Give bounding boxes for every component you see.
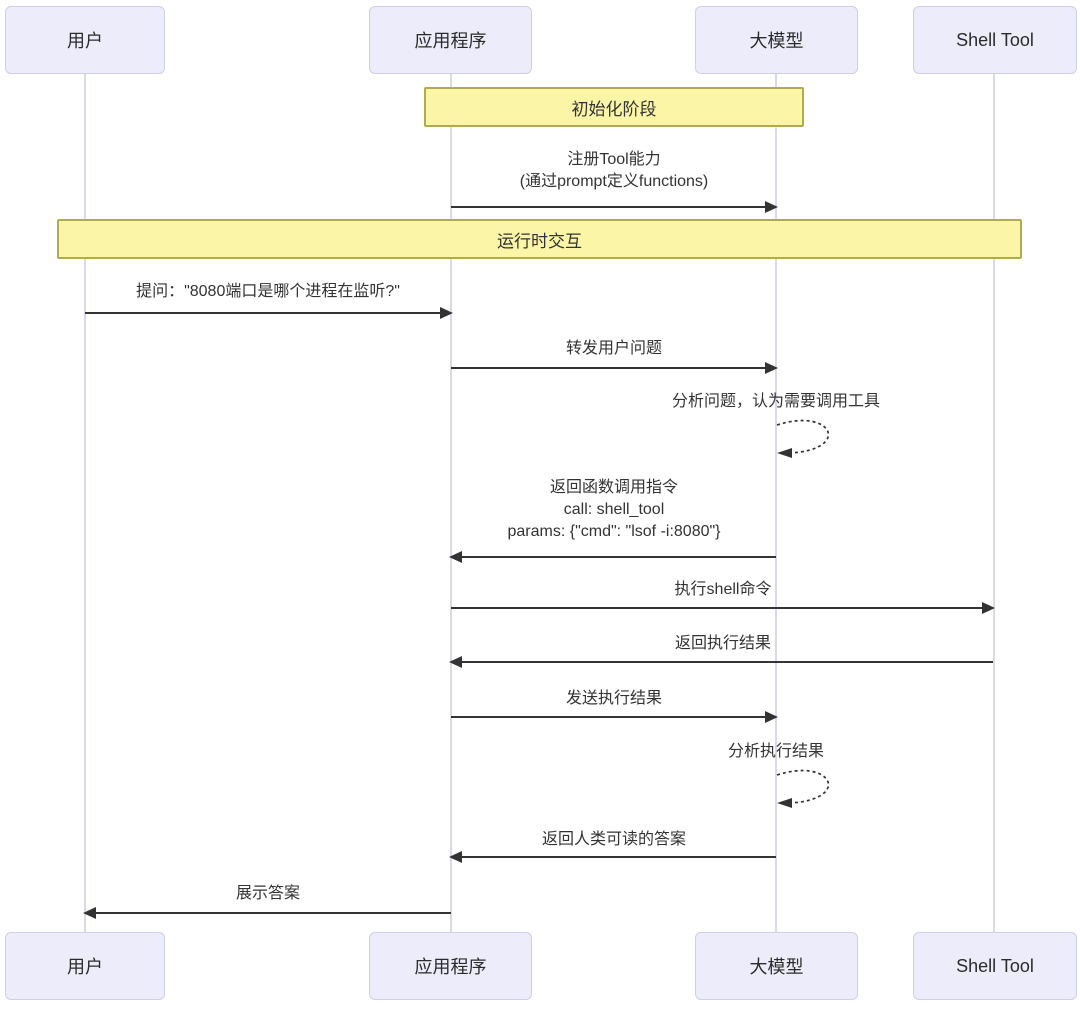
participant-label: 用户: [67, 31, 103, 51]
message-arrow: [451, 362, 778, 374]
message-label: 返回人类可读的答案: [541, 831, 687, 848]
message-label: 展示答案: [235, 885, 301, 902]
message-arrow: [451, 711, 778, 723]
message-arrow: [449, 656, 993, 668]
participant-app-bottom: 应用程序: [369, 932, 532, 1000]
participant-label: 用户: [67, 957, 103, 977]
message-arrow: [451, 602, 995, 614]
lifeline-app: [450, 74, 452, 932]
message-arrow: [451, 201, 778, 213]
participant-shell-bottom: Shell Tool: [913, 932, 1077, 1000]
participant-label: Shell Tool: [956, 29, 1034, 50]
participant-label: 应用程序: [414, 31, 487, 51]
message-arrow: [83, 907, 451, 919]
message-label: 发送执行结果: [565, 690, 663, 707]
message-label: 执行shell命令: [674, 581, 772, 598]
participant-label: Shell Tool: [956, 955, 1034, 976]
message-arrow: [85, 307, 453, 319]
self-loop-arrow: [776, 419, 830, 458]
participant-label: 大模型: [749, 31, 804, 51]
message-label: 分析问题，认为需要调用工具: [671, 393, 881, 410]
message-label: 注册Tool能力 (通过prompt定义functions): [519, 151, 709, 190]
message-arrow: [449, 851, 776, 863]
participant-llm-bottom: 大模型: [695, 932, 858, 1000]
participant-user-top: 用户: [5, 6, 165, 74]
message-label: 分析执行结果: [727, 743, 825, 760]
participant-app-top: 应用程序: [369, 6, 532, 74]
message-arrow: [449, 551, 776, 563]
lifeline-shell: [993, 74, 995, 932]
participant-shell-top: Shell Tool: [913, 6, 1077, 74]
lifeline-user: [84, 74, 86, 932]
message-label: 返回执行结果: [674, 635, 772, 652]
participant-llm-top: 大模型: [695, 6, 858, 74]
message-label: 返回函数调用指令 call: shell_tool params: {"cmd"…: [507, 479, 721, 540]
self-loop-arrow: [776, 769, 830, 808]
participant-label: 应用程序: [414, 957, 487, 977]
phase-label: 初始化阶段: [571, 99, 657, 119]
message-label: 转发用户问题: [565, 340, 663, 357]
phase-banner-init: 初始化阶段: [424, 87, 804, 127]
message-label: 提问："8080端口是哪个进程在监听?": [136, 283, 400, 300]
lifeline-llm: [775, 74, 777, 932]
phase-label: 运行时交互: [497, 231, 582, 251]
participant-user-bottom: 用户: [5, 932, 165, 1000]
participant-label: 大模型: [749, 957, 804, 977]
phase-banner-runtime: 运行时交互: [57, 219, 1022, 259]
